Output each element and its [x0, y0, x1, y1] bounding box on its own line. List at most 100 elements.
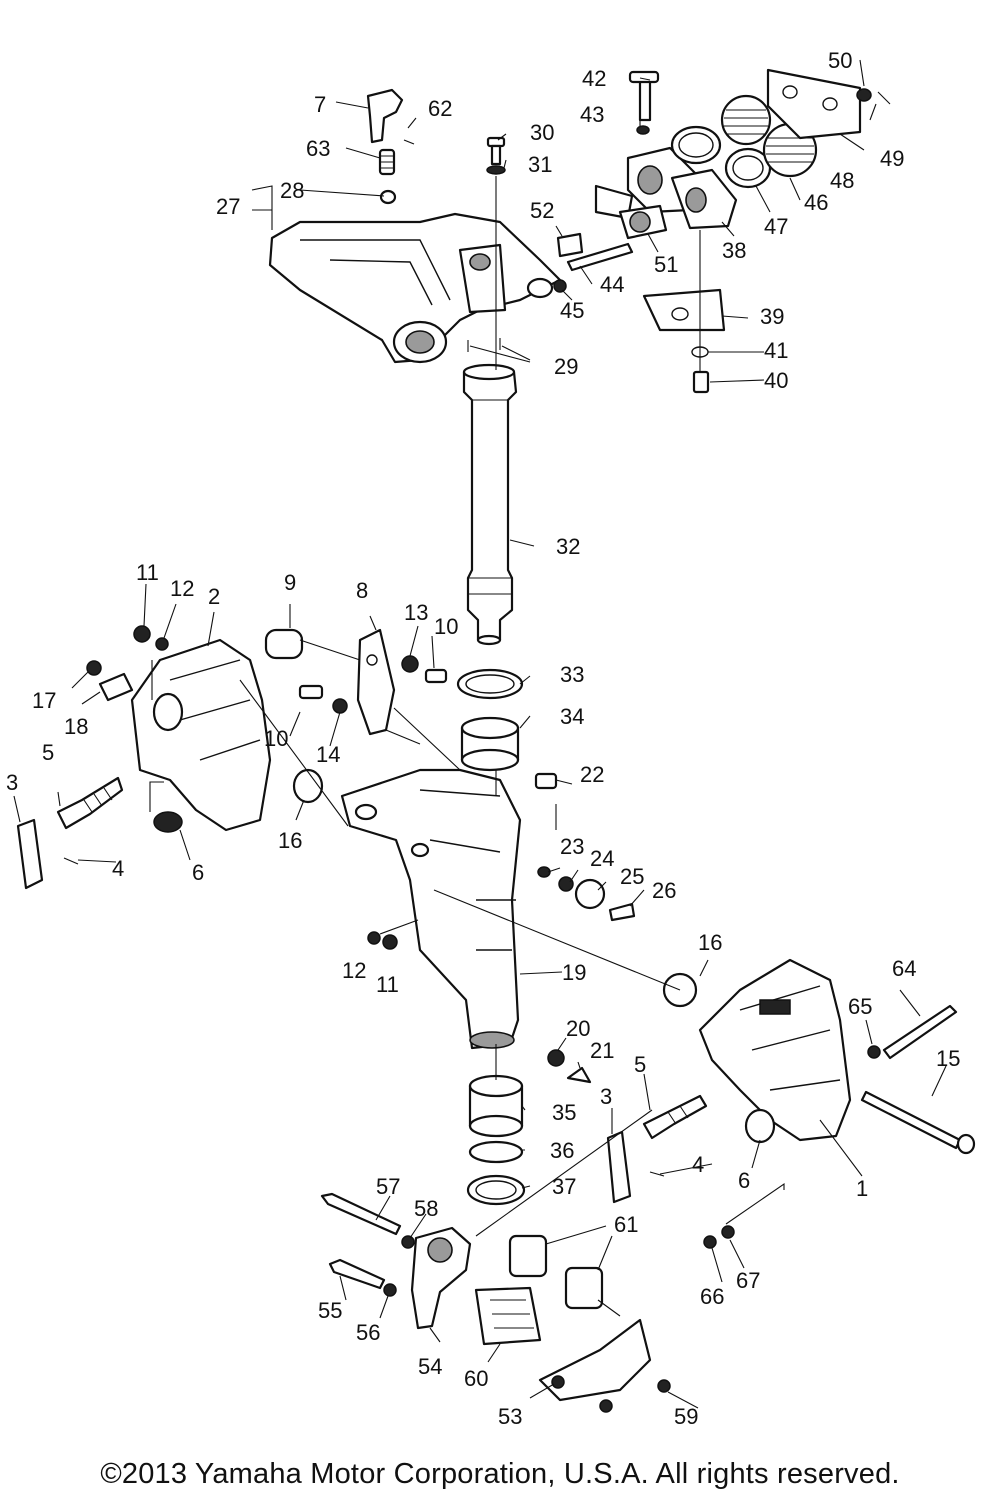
callout-55: 55 — [318, 1298, 342, 1323]
swivel-bracket-part — [340, 768, 522, 1050]
callout-11-top: 11 — [136, 560, 159, 585]
callout-59: 59 — [674, 1404, 698, 1429]
lower-bushings-35-37 — [466, 1074, 526, 1206]
nut-11 — [133, 625, 151, 643]
exploded-parts-diagram: 1 2 3 3 4 4 5 5 6 6 7 8 9 10 10 11 11 12… — [6, 48, 976, 1429]
callout-16-left: 16 — [278, 828, 302, 853]
clamp-bracket-left — [130, 638, 272, 833]
callout-7: 7 — [314, 92, 326, 117]
callout-43: 43 — [580, 102, 604, 127]
bushing-33-34 — [456, 668, 524, 772]
copyright-notice: ©2013 Yamaha Motor Corporation, U.S.A. A… — [100, 1458, 900, 1490]
callout-18: 18 — [64, 714, 88, 739]
callout-61: 61 — [614, 1212, 638, 1237]
callout-48: 48 — [830, 168, 854, 193]
callout-10-left: 10 — [264, 726, 288, 751]
dowel-pins — [467, 338, 501, 352]
callout-51: 51 — [654, 252, 678, 277]
callout-13: 13 — [404, 600, 428, 625]
rod-15 — [860, 1090, 962, 1150]
nut-66 — [703, 1235, 717, 1249]
washer-12 — [155, 637, 169, 651]
callout-3-left: 3 — [6, 770, 18, 795]
callout-52: 52 — [530, 198, 554, 223]
callout-30: 30 — [530, 120, 554, 145]
bolt-10-right — [424, 668, 448, 684]
callout-labels: 1 2 3 3 4 4 5 5 6 6 7 8 9 10 10 11 11 12… — [6, 48, 960, 1429]
washer-67 — [721, 1225, 735, 1239]
callout-16-right: 16 — [698, 930, 722, 955]
callout-6-left: 6 — [192, 860, 204, 885]
callout-67: 67 — [736, 1268, 760, 1293]
callout-5-right: 5 — [634, 1052, 646, 1077]
callout-6-right: 6 — [738, 1168, 750, 1193]
callout-60: 60 — [464, 1366, 488, 1391]
stopper-22 — [534, 772, 558, 790]
callout-12-lower: 12 — [342, 958, 366, 983]
callout-58: 58 — [414, 1196, 438, 1221]
callout-64: 64 — [892, 956, 916, 981]
callout-62: 62 — [428, 96, 452, 121]
callout-56: 56 — [356, 1320, 380, 1345]
callout-26: 26 — [652, 878, 676, 903]
callout-36: 36 — [550, 1138, 574, 1163]
callout-45: 45 — [560, 298, 584, 323]
callout-27: 27 — [216, 194, 240, 219]
callout-20: 20 — [566, 1016, 590, 1041]
callout-40: 40 — [764, 368, 788, 393]
callout-49: 49 — [880, 146, 904, 171]
callout-19: 19 — [562, 960, 586, 985]
callout-50: 50 — [828, 48, 852, 73]
callout-4-right: 4 — [692, 1152, 704, 1177]
bolt-30-part — [486, 136, 506, 175]
callout-3-right: 3 — [600, 1084, 612, 1109]
callout-34: 34 — [560, 704, 584, 729]
spring-part — [378, 148, 397, 205]
callout-24: 24 — [590, 846, 614, 871]
grease-nipple-20 — [547, 1049, 565, 1067]
callout-63: 63 — [306, 136, 330, 161]
callout-9: 9 — [284, 570, 296, 595]
callout-31: 31 — [528, 152, 552, 177]
cushion-9 — [264, 628, 304, 660]
callout-23: 23 — [560, 834, 584, 859]
lever-3-left — [16, 818, 44, 890]
callout-22: 22 — [580, 762, 604, 787]
callout-2: 2 — [208, 584, 220, 609]
callout-21: 21 — [590, 1038, 614, 1063]
steering-shaft-part — [462, 363, 518, 646]
bushing-16-left — [292, 768, 324, 804]
callout-11-lower: 11 — [376, 972, 399, 997]
lower-mount-assembly — [320, 1192, 671, 1413]
callout-53: 53 — [498, 1404, 522, 1429]
callout-39: 39 — [760, 304, 784, 329]
callout-57: 57 — [376, 1174, 400, 1199]
steering-bracket-part — [268, 212, 562, 364]
callout-37: 37 — [552, 1174, 576, 1199]
callout-42: 42 — [582, 66, 606, 91]
pin-4-left — [63, 857, 79, 865]
callout-47: 47 — [764, 214, 788, 239]
callout-65: 65 — [848, 994, 872, 1019]
callout-1: 1 — [856, 1176, 868, 1201]
nut-11-lower — [382, 934, 398, 950]
clamp-screw-right — [642, 1094, 708, 1140]
callout-35: 35 — [552, 1100, 576, 1125]
washer-13 — [401, 655, 419, 673]
callout-54: 54 — [418, 1354, 442, 1379]
callout-12-top: 12 — [170, 576, 194, 601]
callout-14: 14 — [316, 742, 340, 767]
plate-18 — [98, 672, 134, 702]
callout-44: 44 — [600, 272, 624, 297]
callout-29: 29 — [554, 354, 578, 379]
washer-65 — [867, 1045, 881, 1059]
callout-28: 28 — [280, 178, 304, 203]
clamp-bracket-right — [698, 958, 852, 1144]
callout-10-right: 10 — [434, 614, 458, 639]
bolt-10-left — [298, 684, 324, 700]
callout-32: 32 — [556, 534, 580, 559]
callout-46: 46 — [804, 190, 828, 215]
callout-4-left: 4 — [112, 856, 124, 881]
plate-8 — [356, 628, 396, 736]
callout-41: 41 — [764, 338, 788, 363]
